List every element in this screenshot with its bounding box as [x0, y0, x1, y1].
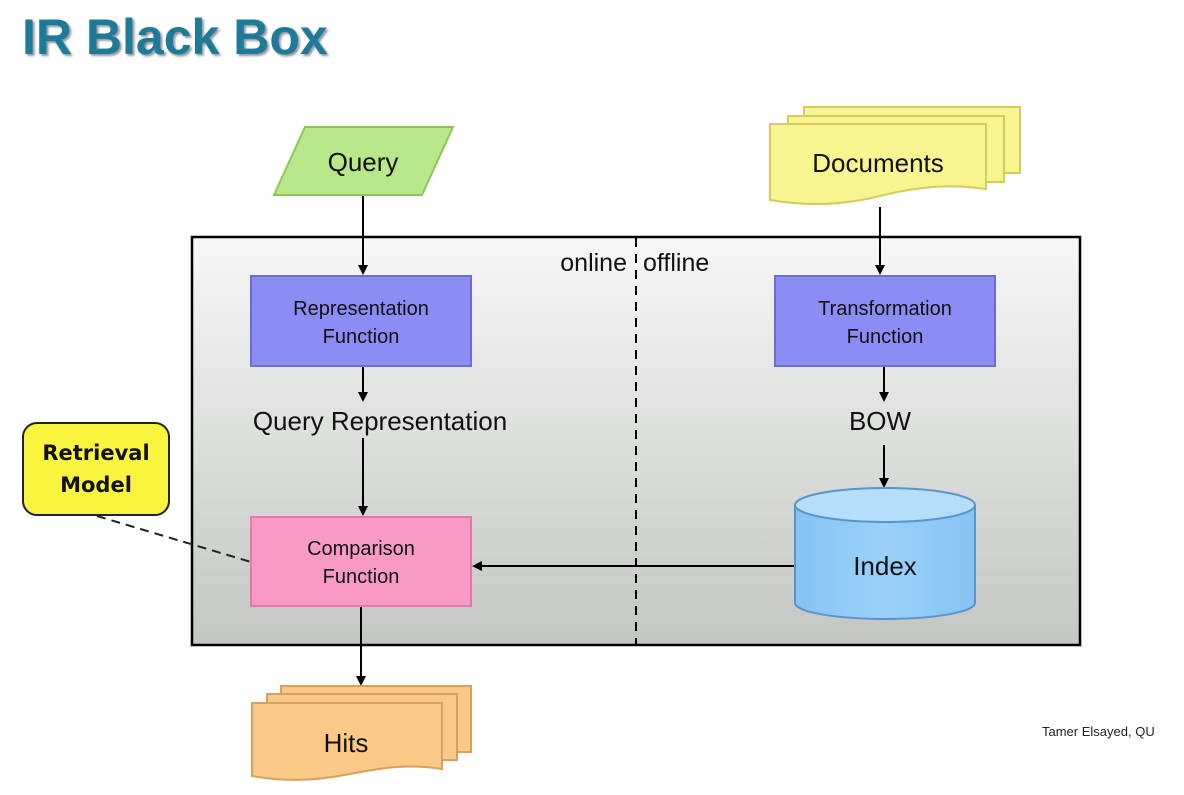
transformation-function-line1: Transformation: [818, 298, 952, 320]
documents-node: Documents: [769, 106, 1021, 206]
comparison-function-node: Comparison Function: [250, 516, 472, 607]
representation-function-line1: Representation: [293, 298, 429, 320]
hits-front-page: [251, 702, 443, 781]
index-node: Index: [794, 487, 976, 620]
documents-front-page: [769, 123, 987, 206]
comparison-function-line2: Function: [323, 566, 400, 588]
retrieval-model-line2: Model: [60, 473, 132, 497]
retrieval-model-box: [22, 422, 170, 516]
edge-retrieval-model-to-comparison: [96, 515, 252, 563]
index-cylinder-body: [794, 505, 976, 620]
transformation-function-box: [774, 275, 996, 367]
comparison-function-box: [250, 516, 472, 607]
query-label: Query: [328, 147, 399, 177]
retrieval-model-node: Retrieval Model: [22, 422, 170, 516]
author-credit: Tamer Elsayed, QU: [1042, 724, 1155, 739]
query-shape: [272, 126, 455, 196]
representation-function-node: Representation Function: [250, 275, 472, 367]
slide-title: IR Black Box: [22, 9, 328, 65]
hits-node: Hits: [251, 685, 472, 781]
representation-function-box: [250, 275, 472, 367]
offline-label: offline: [643, 249, 709, 277]
representation-function-line2: Function: [323, 326, 400, 348]
query-representation-label: Query Representation: [253, 406, 507, 436]
retrieval-model-line1: Retrieval: [42, 441, 149, 465]
comparison-function-line1: Comparison: [307, 538, 415, 560]
bow-label: BOW: [849, 406, 912, 436]
transformation-function-node: Transformation Function: [774, 275, 996, 367]
index-label: Index: [853, 551, 917, 581]
transformation-function-line2: Function: [847, 326, 924, 348]
hits-label: Hits: [324, 728, 369, 758]
index-cylinder-top: [794, 487, 976, 523]
online-label: online: [560, 249, 627, 277]
documents-label: Documents: [812, 148, 944, 178]
query-node: Query: [272, 126, 455, 196]
